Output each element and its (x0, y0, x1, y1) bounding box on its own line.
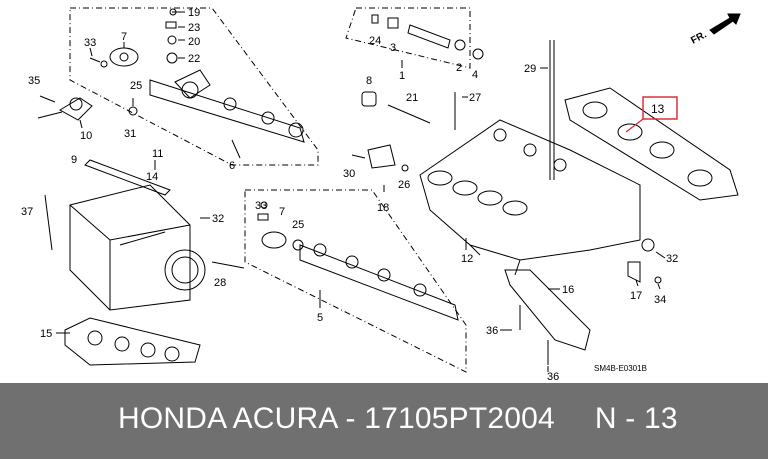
callout-34: 34 (654, 294, 666, 306)
separator: - (336, 402, 365, 435)
callout-33: 33 (84, 37, 96, 49)
callout-2: 2 (456, 62, 462, 74)
callout-6: 6 (229, 160, 235, 172)
callout-14: 14 (146, 171, 158, 183)
fuel-rail-upper (149, 79, 305, 143)
intake-manifold (419, 119, 641, 261)
callout-11: 11 (152, 148, 163, 160)
callout-36-lower: 36 (547, 371, 559, 383)
parts-diagram: 19 23 20 22 33 7 35 25 31 10 9 6 11 14 3… (21, 7, 741, 383)
diagram-code: SM4B-E0301B (594, 364, 647, 373)
callout-25-lower: 25 (292, 219, 304, 231)
callout-37: 37 (21, 206, 33, 218)
callout-8: 8 (366, 75, 372, 87)
callout-19: 19 (188, 7, 200, 19)
callout-26: 26 (398, 179, 410, 191)
callout-28: 28 (214, 277, 226, 289)
callout-29: 29 (524, 63, 536, 75)
callout-18: 18 (377, 202, 389, 214)
callout-4: 4 (472, 69, 478, 81)
direction-label: FR. (689, 29, 709, 46)
callout-12: 12 (461, 253, 473, 265)
callout-36: 36 (486, 325, 498, 337)
callout-17: 17 (630, 290, 642, 302)
callout-7: 7 (121, 31, 127, 43)
callout-9: 9 (71, 154, 77, 166)
callout-10: 10 (80, 130, 92, 142)
exploded-view: 19 23 20 22 33 7 35 25 31 10 9 6 11 14 3… (21, 7, 741, 383)
callout-3: 3 (390, 42, 396, 54)
callout-21: 21 (406, 92, 418, 104)
callout-23: 23 (188, 22, 200, 34)
callout-32-right: 32 (666, 253, 678, 265)
gasket-15 (64, 317, 201, 366)
callout-27: 27 (469, 92, 481, 104)
brand-name: HONDA ACURA (118, 402, 337, 435)
footer-bar (0, 383, 768, 459)
bracket-16 (504, 269, 591, 351)
callout-35: 35 (28, 75, 40, 87)
callout-7-lower: 7 (279, 206, 285, 218)
throttle-body (69, 184, 191, 311)
callout-labels: 19 23 20 22 33 7 35 25 31 10 9 6 11 14 3… (21, 7, 678, 383)
highlight-box (642, 96, 678, 120)
callout-24: 24 (369, 35, 381, 47)
callout-20: 20 (188, 36, 200, 48)
callout-5: 5 (317, 312, 323, 324)
fuel-rail-group-box-lower (244, 189, 467, 373)
front-direction-arrow (709, 13, 741, 35)
footer-caption: HONDA ACURA - 17105PT2004 N - 13 (118, 402, 678, 436)
callout-30: 30 (343, 168, 355, 180)
part-number: 17105PT2004 (364, 402, 555, 435)
fuel-rail-group-box-left (69, 7, 319, 166)
callout-33-lower: 33 (255, 200, 267, 212)
callout-32: 32 (212, 213, 224, 225)
callout-15: 15 (40, 328, 52, 340)
highlight-label: 13 (651, 102, 665, 116)
callout-1: 1 (399, 70, 405, 82)
callout-25: 25 (130, 80, 142, 92)
fuel-rail-lower (299, 244, 459, 321)
injector-group-box (345, 7, 471, 69)
callout-22: 22 (188, 53, 200, 65)
manifold-gasket-13 (564, 87, 739, 201)
position-label: N - 13 (594, 402, 678, 435)
callout-31: 31 (124, 128, 136, 140)
callout-16: 16 (562, 284, 574, 296)
